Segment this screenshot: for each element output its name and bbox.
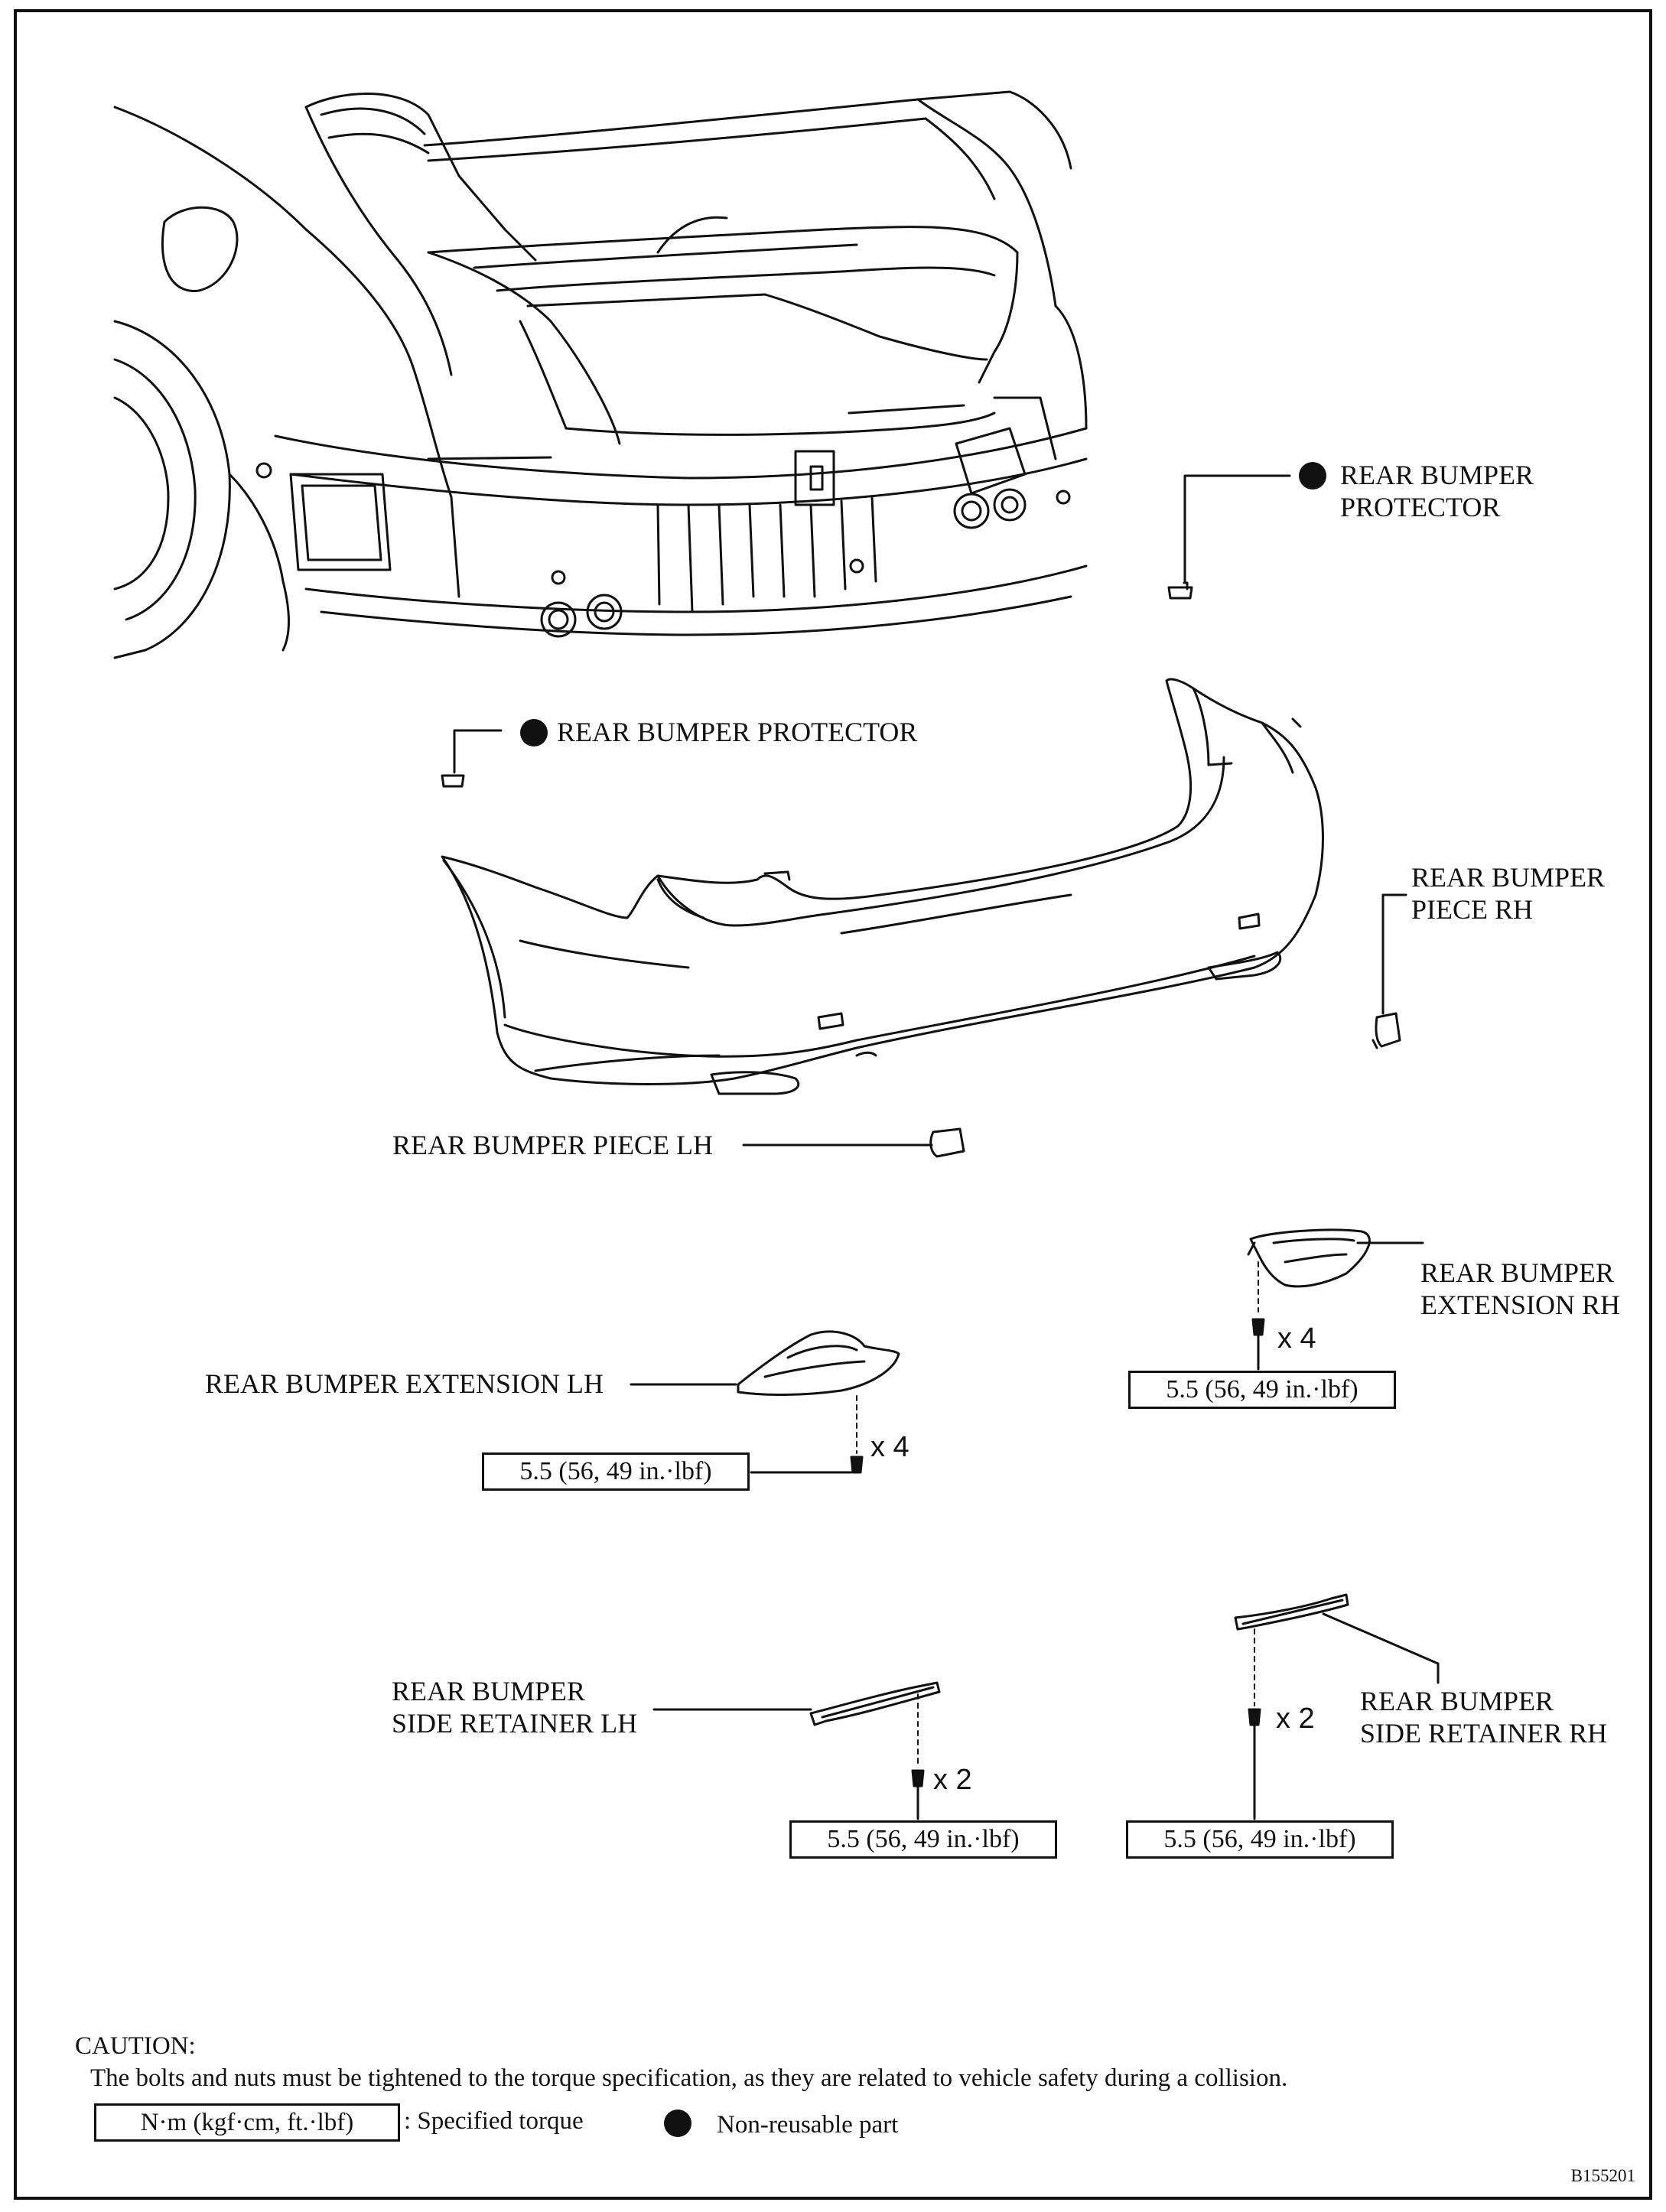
legend-nonreusable-dot — [664, 2110, 691, 2137]
non-reusable-marker — [520, 719, 548, 747]
piece-rh-part — [1372, 893, 1407, 1049]
leader-retainer-rh — [1322, 1612, 1440, 1684]
label-piece-lh: REAR BUMPER PIECE LH — [392, 1130, 714, 1160]
figure-id: B155201 — [1570, 2166, 1635, 2185]
vehicle-rear-body — [113, 90, 1088, 659]
non-reusable-marker — [1299, 462, 1326, 490]
label-retainer-lh-line2: SIDE RETAINER LH — [392, 1708, 638, 1739]
caution-text: The bolts and nuts must be tightened to … — [90, 2064, 1288, 2092]
quantity-retainer-rh: x 2 — [1276, 1703, 1315, 1735]
label-protector-top-line2: PROTECTOR — [1340, 492, 1501, 522]
label-retainer-lh-line1: REAR BUMPER — [392, 1676, 586, 1706]
torque-box-extension-rh: 5.5 (56, 49 in.·lbf) — [1128, 1371, 1396, 1409]
label-extension-lh: REAR BUMPER EXTENSION LH — [205, 1368, 604, 1399]
legend-nonreusable-desc: Non-reusable part — [717, 2111, 899, 2139]
quantity-extension-rh: x 4 — [1277, 1322, 1316, 1355]
label-protector-left: REAR BUMPER PROTECTOR — [557, 717, 918, 747]
label-extension-rh-line1: REAR BUMPER — [1420, 1257, 1615, 1288]
quantity-retainer-lh: x 2 — [933, 1764, 972, 1796]
torque-box-extension-lh: 5.5 (56, 49 in.·lbf) — [482, 1452, 750, 1491]
label-piece-rh-line2: PIECE RH — [1411, 894, 1534, 925]
torque-box-retainer-rh: 5.5 (56, 49 in.·lbf) — [1126, 1820, 1394, 1859]
extension-rh-part — [1247, 1228, 1424, 1371]
label-retainer-rh-line1: REAR BUMPER — [1360, 1686, 1554, 1716]
extension-lh-part — [630, 1330, 900, 1474]
label-retainer-rh-line2: SIDE RETAINER RH — [1360, 1718, 1608, 1748]
legend-torque-box: N·m (kgf·cm, ft.·lbf) — [94, 2103, 400, 2142]
quantity-extension-lh: x 4 — [870, 1431, 909, 1463]
page-frame — [14, 9, 1652, 2200]
piece-lh-part — [742, 1127, 965, 1158]
protector-left-part — [441, 729, 503, 788]
retainer-rh-part — [1234, 1593, 1440, 1820]
retainer-lh-part — [652, 1681, 941, 1820]
rear-bumper-cover — [441, 678, 1324, 1095]
leader-protector-left — [453, 729, 503, 774]
label-extension-rh-line2: EXTENSION RH — [1420, 1290, 1620, 1320]
caution-title: CAUTION: — [75, 2032, 196, 2060]
leader-piece-rh — [1381, 893, 1407, 1015]
leader-protector-top — [1183, 474, 1291, 583]
label-piece-rh-line1: REAR BUMPER — [1411, 862, 1606, 893]
torque-box-retainer-lh: 5.5 (56, 49 in.·lbf) — [789, 1820, 1057, 1859]
legend-torque-desc: : Specified torque — [404, 2107, 584, 2135]
label-protector-top-line1: REAR BUMPER — [1340, 460, 1534, 490]
protector-top-part — [1167, 474, 1291, 600]
